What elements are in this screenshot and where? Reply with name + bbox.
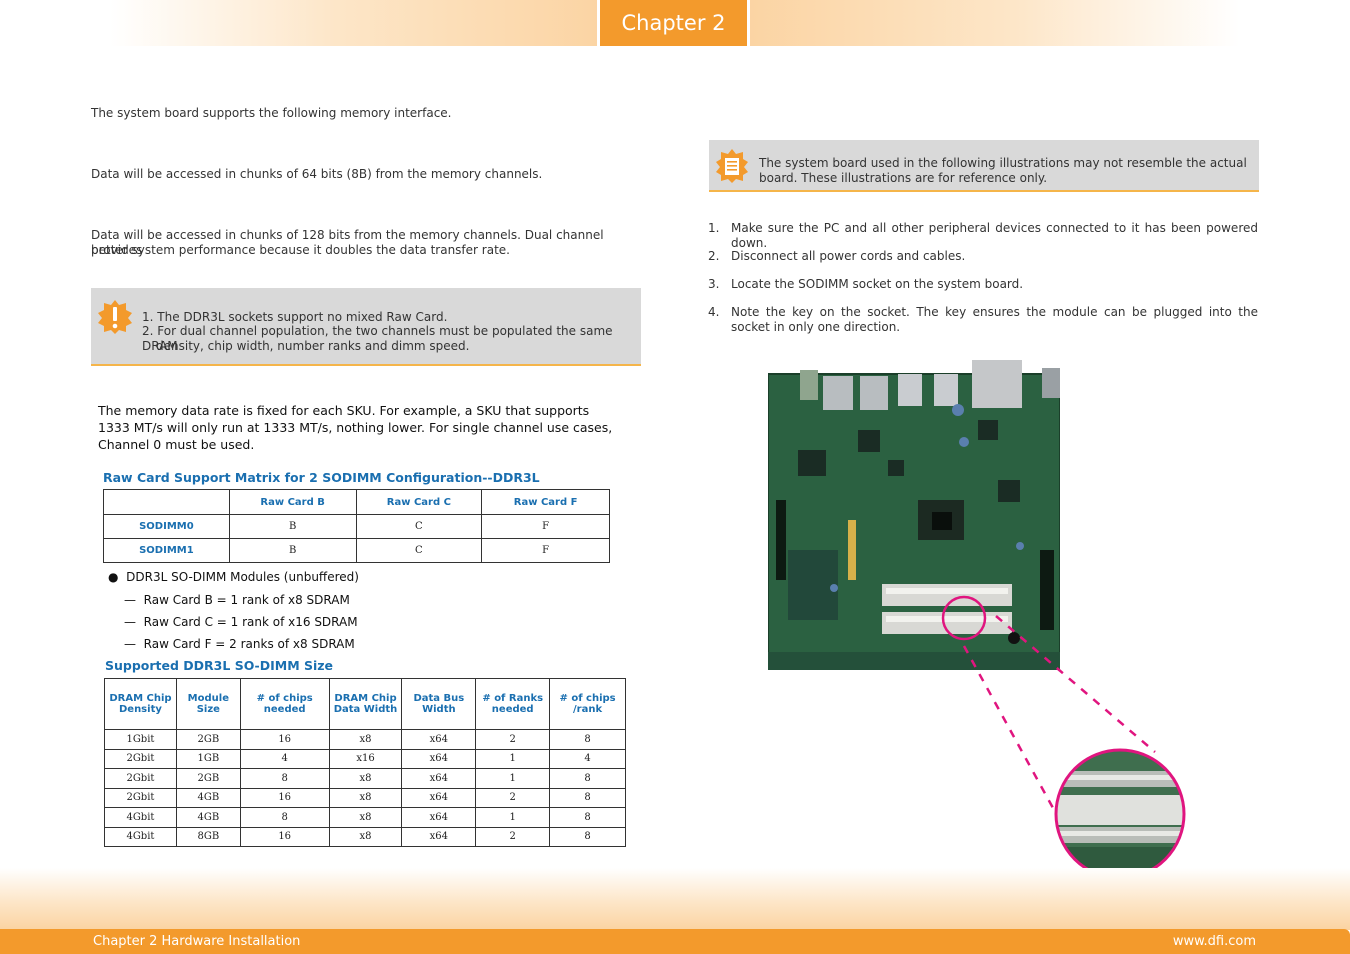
dash-text: Raw Card C = 1 rank of x16 SDRAM [143, 615, 358, 629]
data-rate-line-3: Channel 0 must be used. [98, 437, 255, 452]
size-header: Module Size [175, 678, 241, 730]
dual-channel-text-1: Data will be accessed in chunks of 128 b… [91, 228, 604, 257]
size-header: # of chips needed [239, 678, 330, 730]
matrix-cell: SODIMM0 [103, 514, 230, 539]
matrix-cell: F [481, 514, 610, 539]
step-2: 2. Disconnect all power cords and cables… [708, 249, 1259, 265]
step-number: 2. [708, 249, 720, 263]
bullet-text: DDR3L SO-DIMM Modules (unbuffered) [126, 570, 359, 584]
note-icon [716, 149, 748, 183]
raw-card-c-item: — Raw Card C = 1 rank of x16 SDRAM [124, 615, 358, 629]
raw-card-matrix-table: Raw Card B Raw Card C Raw Card F SODIMM0… [103, 489, 610, 563]
raw-card-f-item: — Raw Card F = 2 ranks of x8 SDRAM [124, 637, 355, 651]
step-4: 4. Note the key on the socket. The key e… [708, 305, 1259, 337]
matrix-cell: B [228, 514, 357, 539]
matrix-header: Raw Card F [481, 489, 610, 515]
matrix-header [103, 489, 230, 515]
step-text: Disconnect all power cords and cables. [731, 249, 966, 263]
module-bullet: ● DDR3L SO-DIMM Modules (unbuffered) [108, 570, 359, 584]
table-row: SODIMM0 B C F [103, 514, 610, 539]
data-rate-line-1: The memory data rate is fixed for each S… [98, 403, 590, 418]
step-number: 1. [708, 221, 720, 235]
dual-channel-text-2: better system performance because it dou… [91, 243, 510, 257]
step-1: 1. Make sure the PC and all other periph… [708, 221, 1259, 250]
size-cell: x8 [328, 826, 403, 847]
size-cell: 8 [549, 826, 626, 847]
chapter-tab: Chapter 2 [597, 0, 750, 46]
step-text: Note the key on the socket. The key ensu… [731, 305, 1258, 334]
matrix-cell: SODIMM1 [103, 538, 230, 563]
step-number: 3. [708, 277, 720, 291]
matrix-cell: F [481, 538, 610, 563]
dimm-size-title: Supported DDR3L SO-DIMM Size [105, 658, 334, 673]
note-line-2: 2. For dual channel population, the two … [142, 324, 613, 353]
system-board-image [768, 360, 1060, 670]
important-note-box: 1. The DDR3L sockets support no mixed Ra… [91, 288, 641, 366]
size-cell: 8GB [175, 826, 241, 847]
dimm-size-table: DRAM Chip Density Module Size # of chips… [104, 678, 626, 847]
step-text: Make sure the PC and all other periphera… [731, 221, 1258, 250]
size-header: Data Bus Width [401, 678, 477, 730]
matrix-cell: C [355, 538, 483, 563]
socket-key-zoom [1054, 748, 1186, 880]
dash-text: Raw Card B = 1 rank of x8 SDRAM [143, 593, 350, 607]
data-rate-line-2: 1333 MT/s will only run at 1333 MT/s, no… [98, 420, 613, 435]
size-cell: 16 [239, 826, 330, 847]
raw-card-matrix-title: Raw Card Support Matrix for 2 SODIMM Con… [103, 470, 540, 485]
footer-bar [0, 929, 1350, 954]
size-header: # of chips /rank [549, 678, 626, 730]
reference-note-line-1: The system board used in the following i… [759, 156, 1247, 170]
note-line-3: density, chip width, number ranks and di… [156, 339, 470, 353]
reference-note-line-2: board. These illustrations are for refer… [759, 171, 1048, 185]
size-header: DRAM Chip Data Width [328, 678, 403, 730]
matrix-cell: B [228, 538, 357, 563]
note-line-1: 1. The DDR3L sockets support no mixed Ra… [142, 310, 448, 324]
memory-spec-figure: The memory data rate is fixed for each S… [96, 398, 641, 853]
size-cell: 2 [475, 826, 551, 847]
warning-icon [98, 300, 132, 334]
step-number: 4. [708, 305, 720, 319]
step-3: 3. Locate the SODIMM socket on the syste… [708, 277, 1259, 293]
reference-note-box: The system board used in the following i… [709, 140, 1259, 192]
footer-band [0, 868, 1350, 930]
footer-website-link[interactable]: www.dfi.com [1172, 934, 1256, 949]
bullet-dot: ● [108, 570, 119, 584]
memory-intro-text: The system board supports the following … [91, 106, 452, 120]
raw-card-b-item: — Raw Card B = 1 rank of x8 SDRAM [124, 593, 350, 607]
dash-text: Raw Card F = 2 ranks of x8 SDRAM [143, 637, 355, 651]
step-text: Locate the SODIMM socket on the system b… [731, 277, 1024, 291]
table-row: SODIMM1 B C F [103, 538, 610, 563]
single-channel-text: Data will be accessed in chunks of 64 bi… [91, 167, 543, 181]
data-rate-text: The memory data rate is fixed for each S… [98, 402, 638, 453]
size-header: # of Ranks needed [475, 678, 551, 730]
footer-chapter-label: Chapter 2 Hardware Installation [93, 934, 301, 949]
